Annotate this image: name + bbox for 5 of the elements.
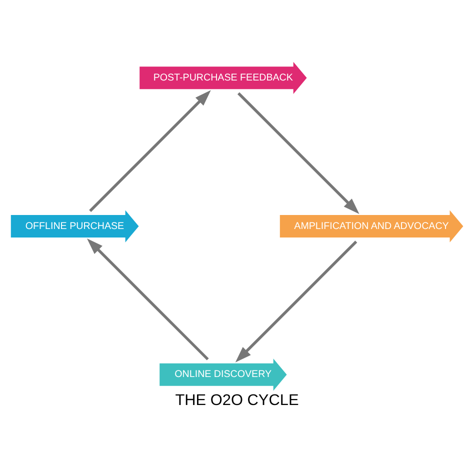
diagram-title: THE O2O CYCLE: [175, 391, 299, 408]
arrow: [235, 240, 358, 362]
arrow: [237, 92, 360, 214]
arrow: [87, 238, 209, 360]
arrow: [89, 90, 211, 212]
